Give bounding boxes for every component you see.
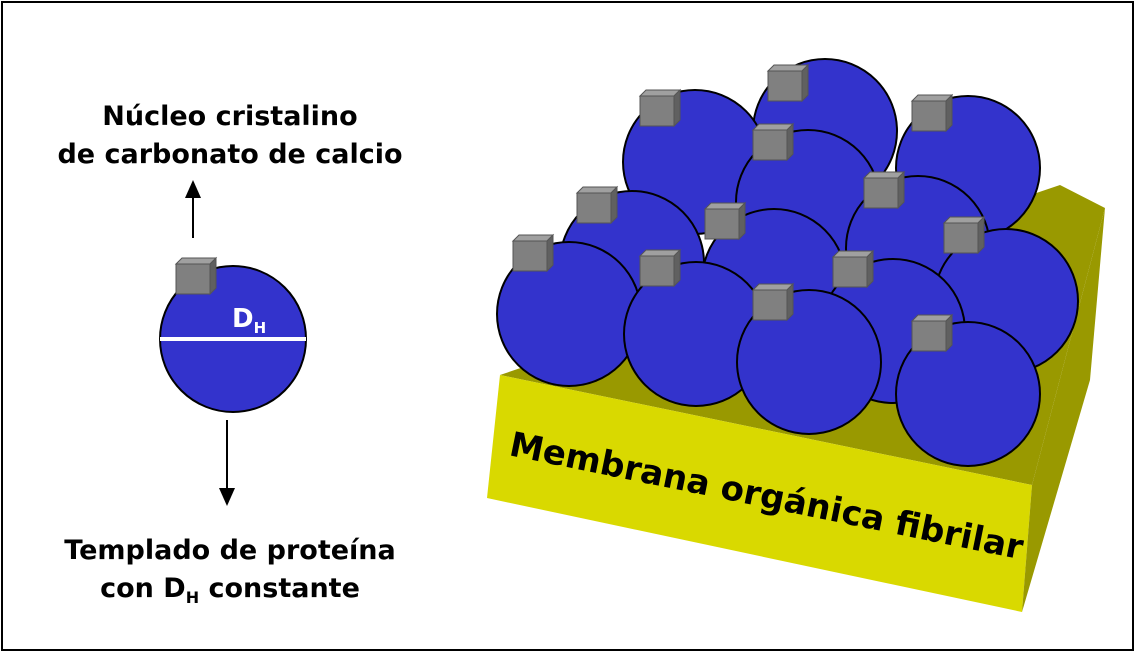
- protein-template-label-line2: con DH constante: [30, 570, 430, 617]
- crystal-nucleus-label-line1: Núcleo cristalino: [102, 101, 358, 132]
- sphere: [736, 289, 882, 435]
- protein-template-label-sub: H: [185, 588, 200, 607]
- gray-cube-icon: [639, 249, 681, 287]
- gray-cube-icon: [576, 186, 618, 224]
- gray-cube-icon: [911, 314, 953, 352]
- crystal-nucleus-label-line2: de carbonato de calcio: [57, 139, 403, 170]
- gray-cube-icon: [174, 256, 218, 296]
- membrane-front-face: [487, 375, 1032, 612]
- protein-template-label-line1: Templado de proteína: [64, 535, 396, 566]
- crystal-nucleus-label: Núcleo cristalino de carbonato de calcio: [40, 98, 420, 174]
- protein-template-label-post: constante: [199, 573, 360, 604]
- sphere-array: [496, 58, 1079, 467]
- gray-cube-icon: [752, 123, 794, 161]
- gray-cube-icon: [704, 202, 746, 240]
- protein-template-label: Templado de proteína con DH constante: [30, 532, 430, 617]
- gray-cube-icon: [832, 250, 874, 288]
- gray-cube-icon: [512, 234, 554, 272]
- dh-label-main: D: [232, 304, 254, 334]
- gray-cube-icon: [752, 283, 794, 321]
- dh-label: DH: [232, 304, 266, 337]
- arrow-down-icon: [219, 420, 235, 506]
- dh-label-sub: H: [254, 319, 267, 337]
- membrane-side-face: [1022, 208, 1105, 612]
- sphere: [895, 321, 1041, 467]
- gray-cube-icon: [943, 216, 985, 254]
- arrow-up-icon: [185, 180, 201, 238]
- gray-cube-icon: [639, 89, 681, 127]
- gray-cube-icon: [767, 64, 809, 102]
- gray-cube-icon: [863, 171, 905, 209]
- single-protein-template: DH: [159, 180, 307, 506]
- protein-template-label-pre: con D: [100, 573, 186, 604]
- gray-cube-icon: [911, 94, 953, 132]
